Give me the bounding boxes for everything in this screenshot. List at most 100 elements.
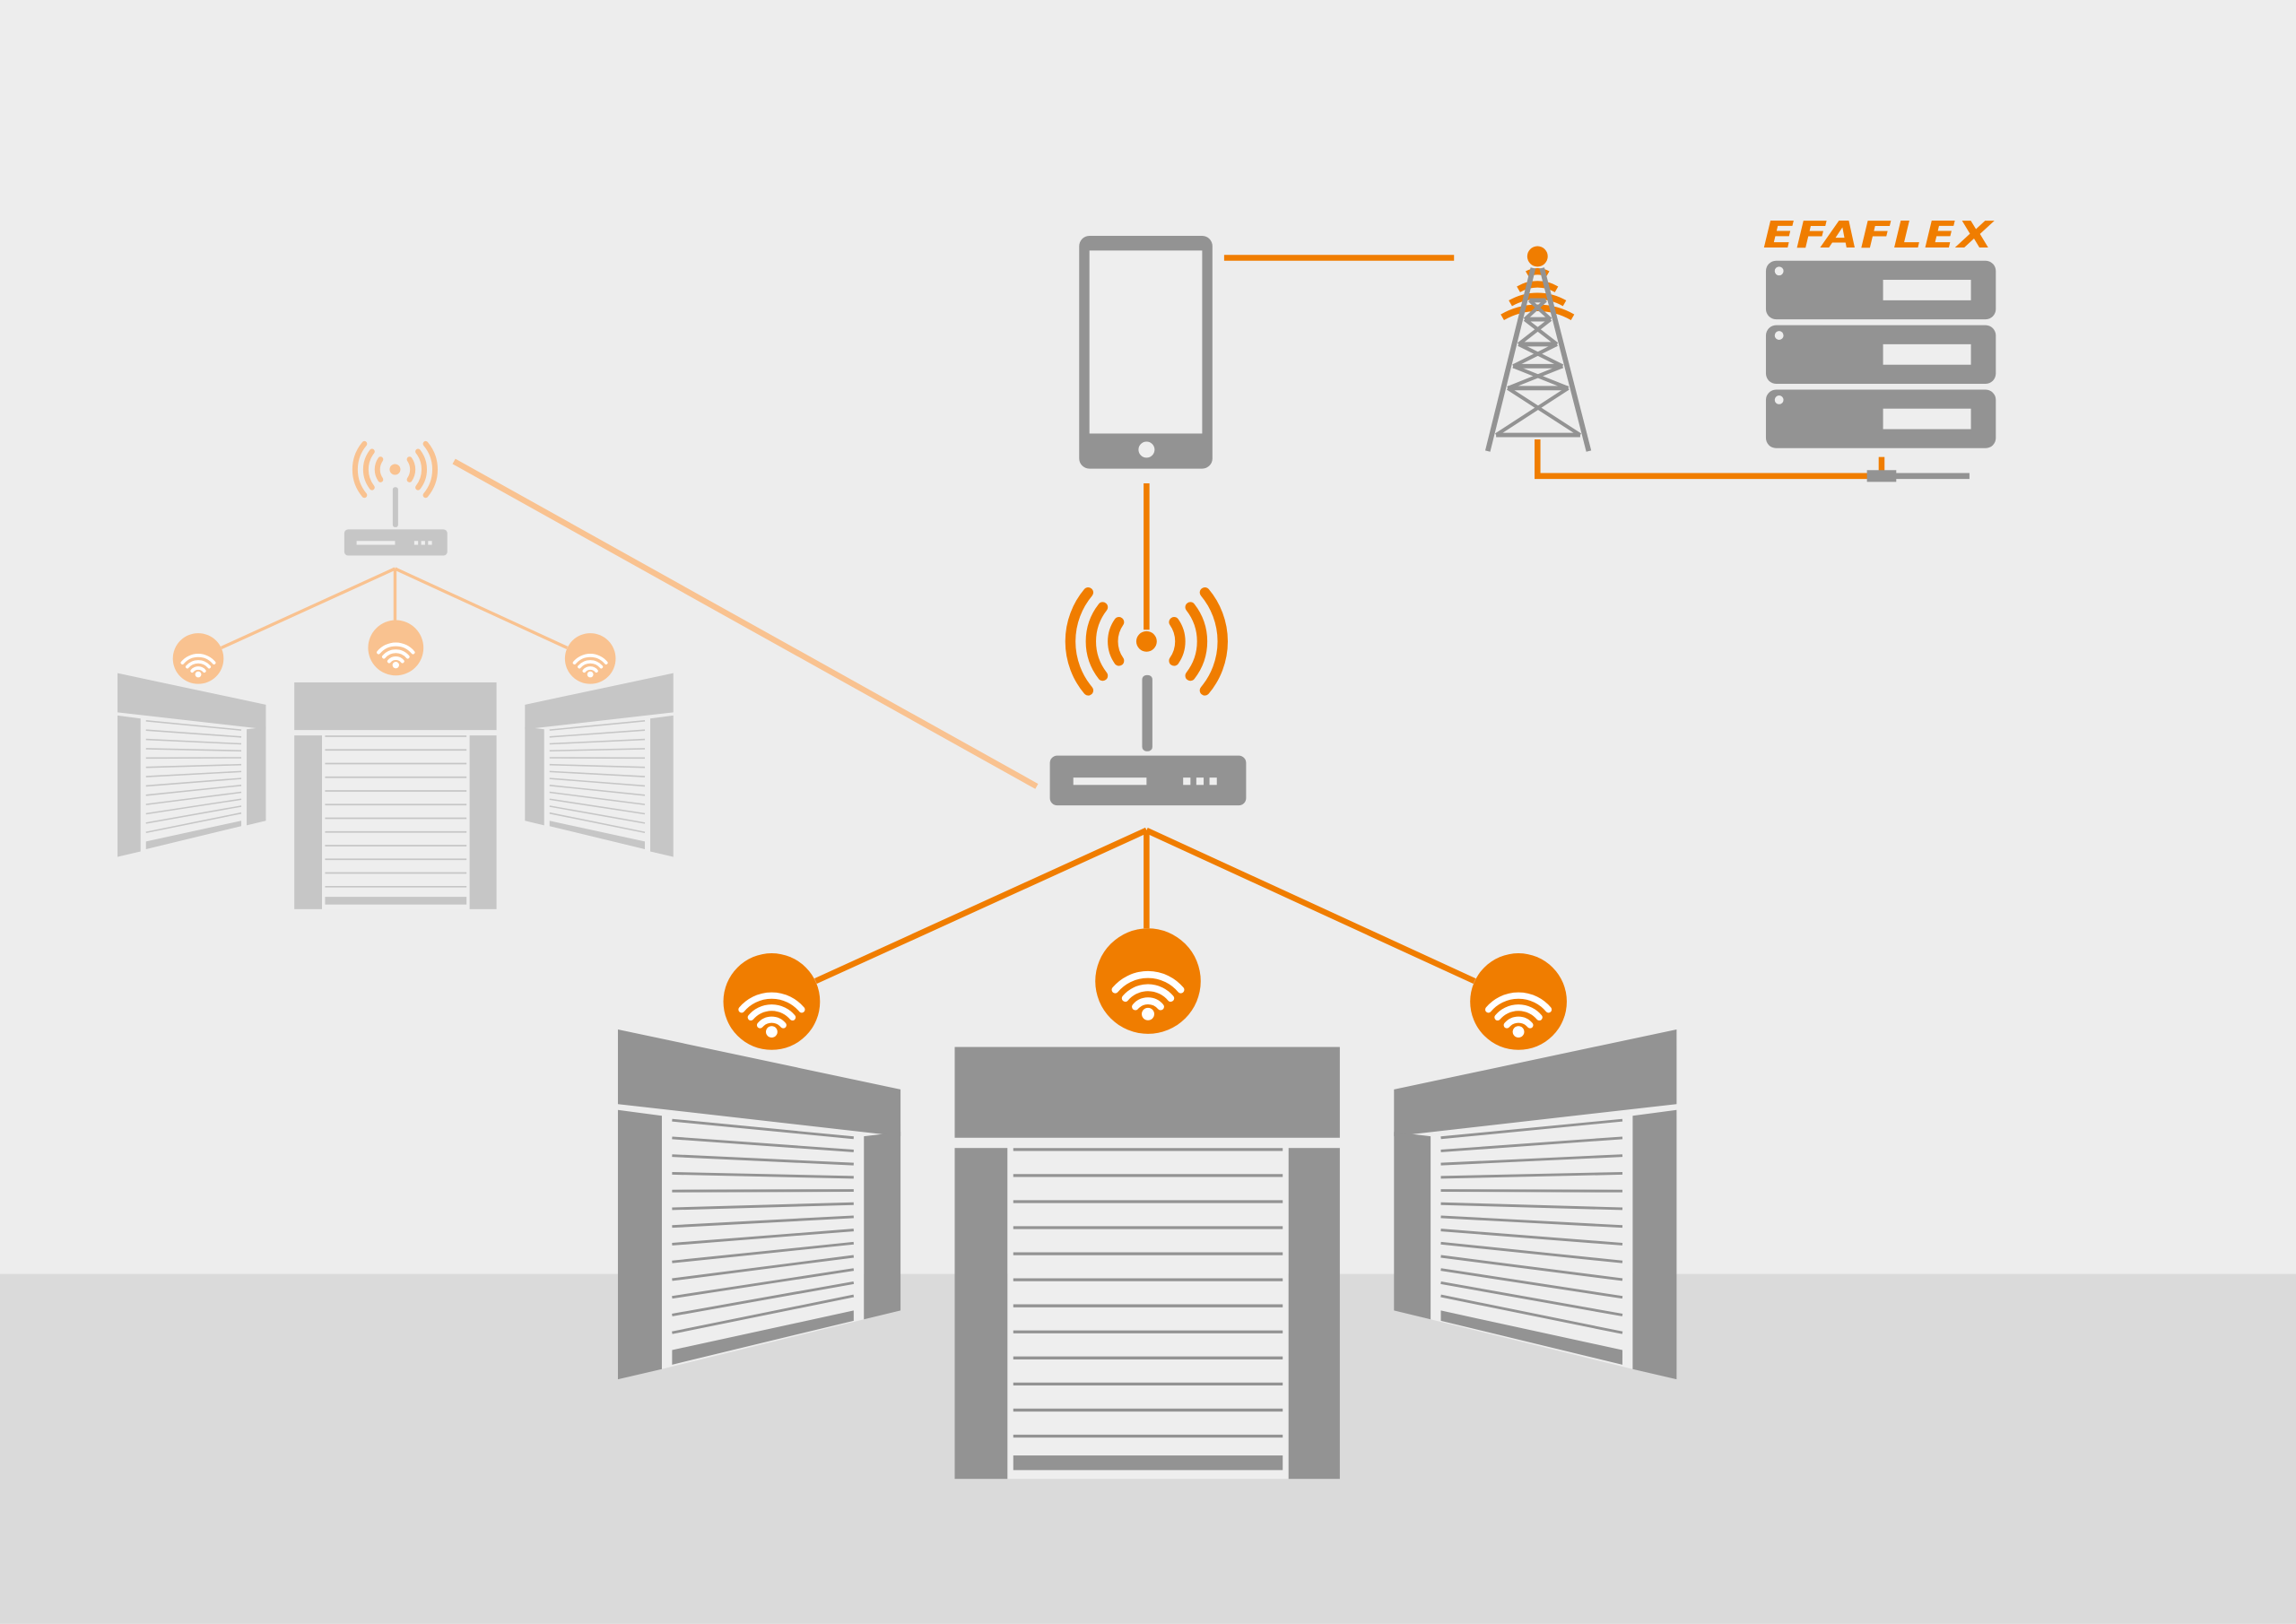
wifi-badge-icon (368, 620, 424, 676)
server-unit (1765, 325, 1996, 384)
wifi-arc (572, 654, 608, 664)
door-header (294, 682, 497, 731)
wifi-arc (582, 666, 598, 673)
front-door-icon (294, 682, 497, 909)
door-slat (1440, 1294, 1623, 1334)
wifi-dot (1142, 1007, 1154, 1020)
door-post-left (650, 715, 674, 857)
wifi-badge-icon (172, 633, 224, 684)
door-bottom-bar (549, 821, 646, 849)
wifi-arc (1484, 992, 1552, 1013)
router-body (344, 529, 448, 556)
door-slat (549, 785, 646, 796)
door-slat (549, 812, 646, 834)
smartphone-icon (1079, 236, 1213, 469)
door-slat (145, 770, 242, 777)
signal-waves-icon (352, 440, 439, 499)
door-slat (145, 812, 242, 834)
door-bottom-bar (325, 897, 467, 905)
door-slat (549, 763, 646, 769)
door-slat (672, 1268, 855, 1299)
angled-door-icon (1394, 1029, 1677, 1380)
door-slat (549, 748, 646, 752)
door-slat (145, 785, 242, 796)
signal-arc-left (1065, 587, 1094, 696)
link-router-right-door (394, 567, 569, 649)
door-slat (672, 1136, 854, 1152)
door-bottom-bar (672, 1310, 854, 1365)
tower-brace (1512, 343, 1558, 369)
router-icon (1049, 674, 1247, 806)
door-slat (145, 805, 242, 824)
wifi-dot (587, 671, 594, 678)
wifi-dot (1512, 1026, 1525, 1038)
network-links (452, 255, 1970, 789)
secondary-site (117, 440, 674, 909)
server-unit (1765, 260, 1996, 320)
tower-brace (1528, 299, 1552, 321)
wifi-badge-icon (1470, 953, 1567, 1050)
door-slat (672, 1118, 854, 1140)
server-rack-icon (1765, 260, 1996, 448)
tower-signal-ring (1509, 292, 1567, 307)
wifi-arc (180, 654, 216, 664)
wifi-arc (747, 1004, 796, 1021)
link-router-right-door (1145, 827, 1476, 985)
door-header (617, 1029, 901, 1137)
signal-arc-right (1185, 602, 1208, 682)
signal-arc-right (1199, 587, 1228, 696)
door-slat (1440, 1189, 1622, 1193)
tower-dot (1526, 246, 1548, 267)
server-unit-body (1765, 325, 1996, 384)
wifi-arc (1121, 984, 1175, 1003)
door-slat (1440, 1171, 1623, 1179)
door-slat (145, 748, 242, 752)
door-slat (549, 738, 646, 745)
wifi-badge-circle (723, 953, 821, 1050)
wifi-arc (738, 992, 805, 1013)
door-slat (1440, 1136, 1623, 1152)
wifi-dot (766, 1026, 778, 1038)
router-led (421, 541, 425, 545)
signal-waves-icon (1065, 587, 1228, 696)
router-antenna (392, 487, 398, 527)
server-unit-body (1765, 389, 1996, 448)
door-slat (1440, 1202, 1623, 1211)
wifi-badge-circle (172, 633, 224, 684)
door-slat (672, 1171, 854, 1179)
door-slat (1440, 1268, 1623, 1299)
door-slat (549, 791, 646, 805)
tower-brace (1495, 386, 1570, 437)
tower-brace (1506, 386, 1582, 437)
angled-door-icon (117, 673, 266, 857)
door-post-right (1288, 1148, 1340, 1480)
door-slat (549, 777, 646, 787)
door-slat (672, 1241, 854, 1264)
door-slat (672, 1202, 854, 1211)
door-post-left (117, 715, 141, 857)
signal-arc-right (406, 456, 416, 482)
door-slat (1440, 1281, 1623, 1316)
door-curtain (1007, 1146, 1289, 1480)
signal-arc-left (352, 440, 368, 499)
wifi-badge-circle (368, 620, 424, 676)
door-slat (145, 738, 242, 745)
router-led (1196, 777, 1205, 786)
door-curtain (661, 1116, 865, 1369)
tower-brace (1523, 299, 1547, 321)
tower-signal-ring (1517, 281, 1559, 292)
door-curtain (140, 718, 248, 852)
server-unit-body (1765, 260, 1996, 320)
wifi-arc (1132, 997, 1164, 1011)
wifi-badge-icon (1095, 928, 1201, 1034)
signal-arc-right (422, 440, 439, 499)
server-led (1774, 395, 1784, 404)
door-slat (1440, 1255, 1623, 1281)
door-slat (549, 720, 646, 731)
cell-tower-icon (1485, 246, 1592, 452)
door-slat (672, 1215, 854, 1229)
signal-arc-left (1085, 602, 1109, 682)
server-unit (1765, 389, 1996, 448)
door-slat (145, 763, 242, 769)
wifi-arc (381, 649, 410, 659)
